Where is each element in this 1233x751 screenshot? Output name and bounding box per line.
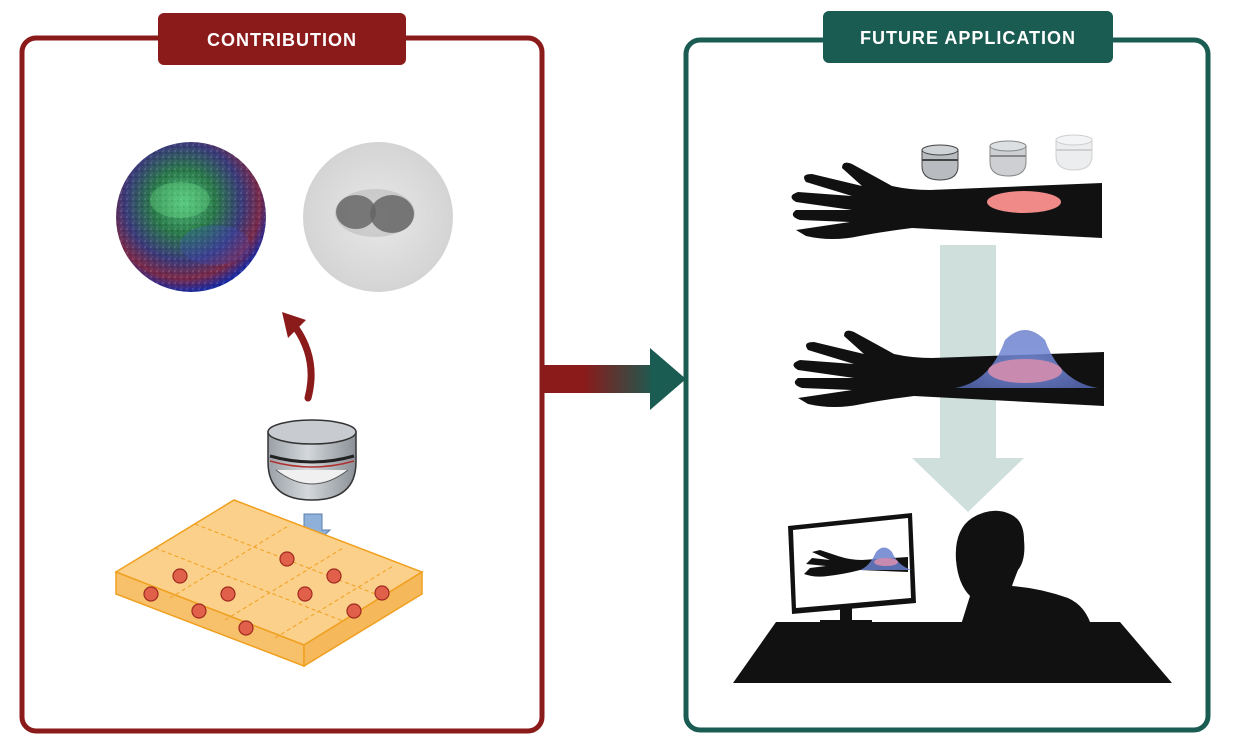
future-application-title: FUTURE APPLICATION	[860, 28, 1076, 48]
contribution-title-badge	[158, 13, 406, 65]
bridge-arrow-icon	[544, 348, 686, 410]
curved-arrow-icon	[282, 312, 315, 402]
bead-markers	[143, 551, 390, 636]
future-application-title-badge	[823, 11, 1113, 63]
contribution-title: CONTRIBUTION	[207, 30, 357, 50]
objective-lenses-icon	[921, 134, 1093, 181]
large-down-arrow-icon	[912, 245, 1024, 512]
viewer-at-monitor-icon	[733, 510, 1172, 683]
microscope-objective-icon	[267, 419, 357, 501]
arm-with-swelling-icon	[793, 330, 1104, 407]
fluorescence-sphere-image	[116, 142, 266, 292]
arm-with-lesion-icon	[791, 162, 1102, 239]
grayscale-sphere-image	[303, 142, 453, 292]
phantom-slab-icon	[114, 499, 424, 668]
